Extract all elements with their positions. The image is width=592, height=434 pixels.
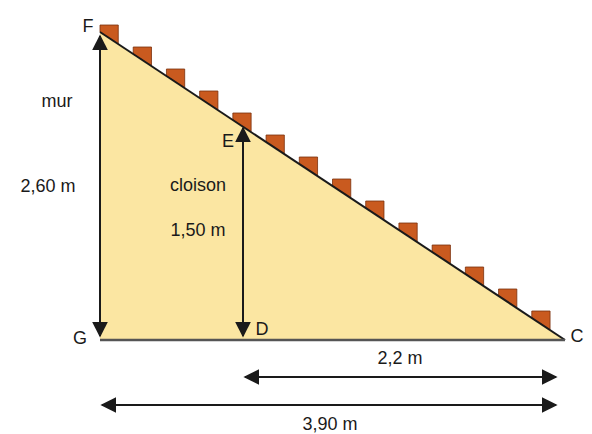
point-letter: D xyxy=(256,320,269,338)
dimension-label: 2,60 m xyxy=(20,177,75,195)
partition-label: cloison xyxy=(170,176,226,194)
dimension-arrow xyxy=(245,376,556,378)
wall-arrow xyxy=(99,36,101,336)
dimension-label: 3,90 m xyxy=(302,415,357,433)
wall-label: mur xyxy=(42,92,73,110)
triangle-area xyxy=(100,32,565,340)
partition-arrow xyxy=(242,128,244,336)
point-letter: G xyxy=(73,329,87,347)
point-letter: E xyxy=(222,132,234,150)
dimension-label: 1,50 m xyxy=(170,221,225,239)
dimension-label: 2,2 m xyxy=(377,349,422,367)
dimension-arrow xyxy=(102,404,556,406)
floor-line xyxy=(100,339,565,342)
point-letter: C xyxy=(571,327,584,345)
stair-line xyxy=(100,32,565,340)
stair-steps xyxy=(100,25,550,330)
point-letter: F xyxy=(83,17,94,35)
